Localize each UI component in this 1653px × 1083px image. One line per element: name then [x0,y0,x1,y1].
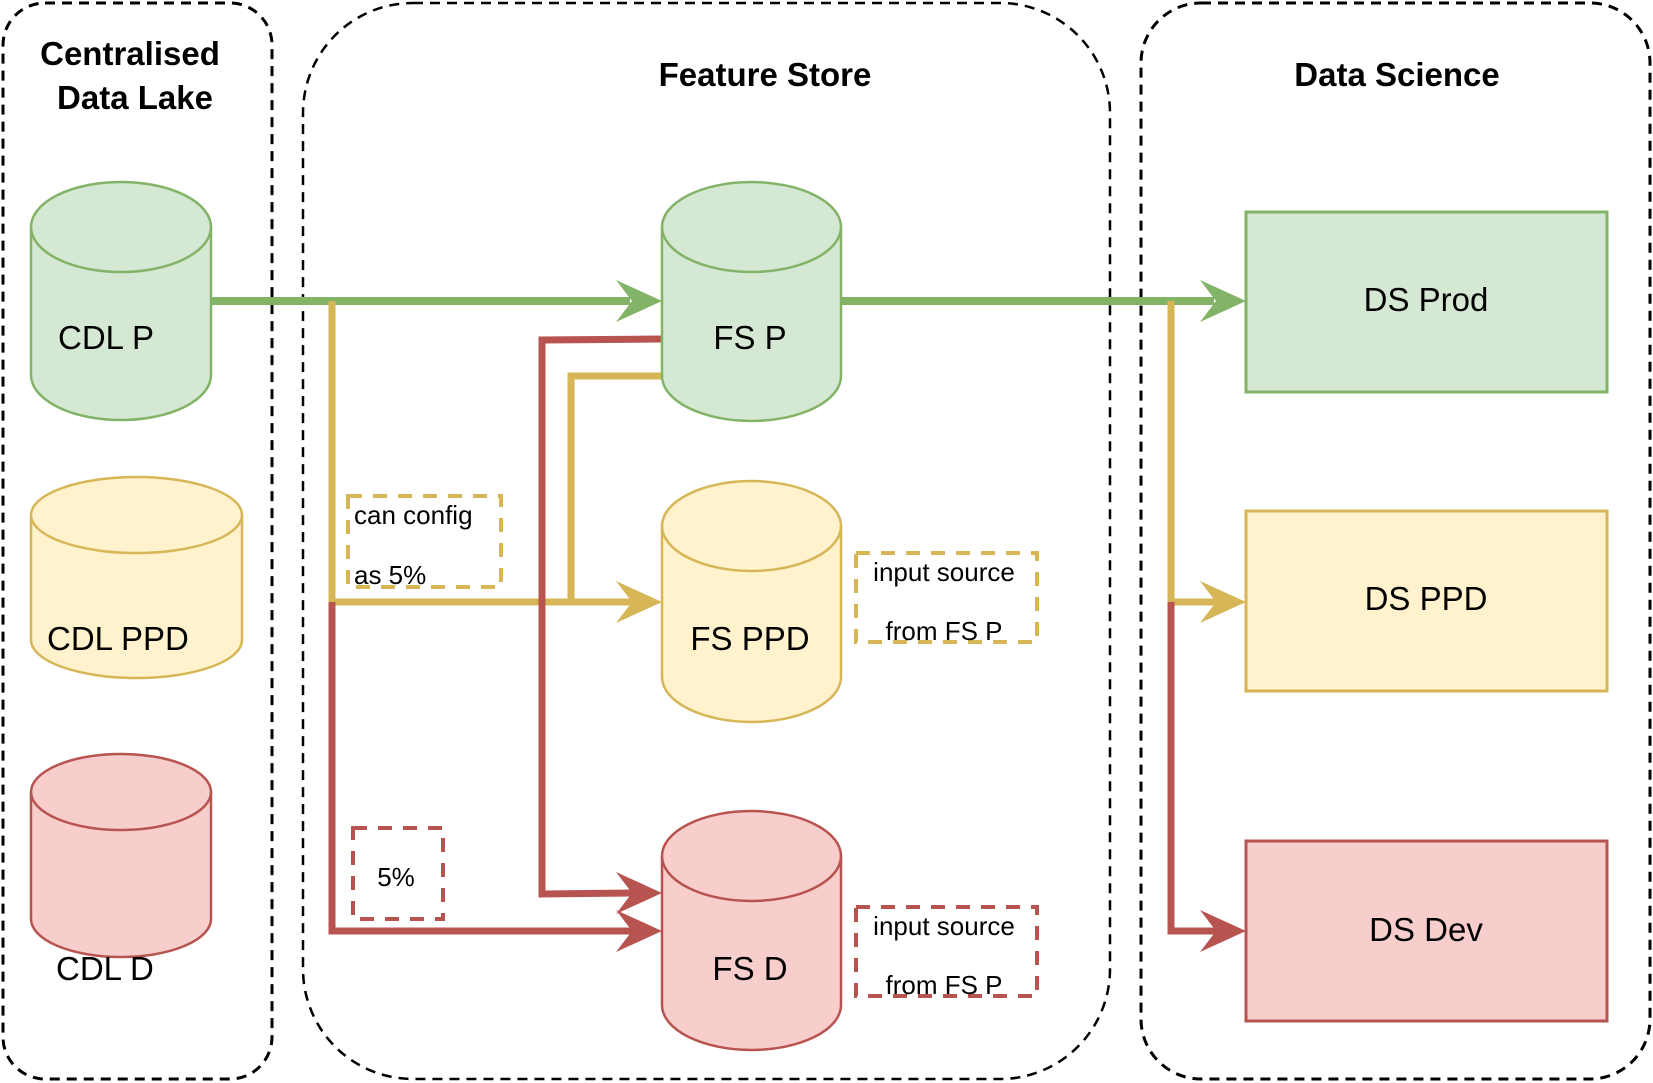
cylinder-cdl-ppd[interactable]: CDL PPD [29,475,244,680]
red-line-fsp-to-fsd [538,335,663,898]
feature-store-title: Feature Store [659,56,872,93]
data-science-title: Data Science [1294,56,1499,93]
box-ds-dev[interactable]: DS Dev [1244,839,1609,1023]
note-five-percent[interactable]: 5% [351,826,445,921]
note-can-config-line1: can config [354,500,473,530]
cdl-title-line2: Data Lake [57,79,213,116]
ds-dev-label: DS Dev [1369,911,1483,948]
note-fs-ppd-source-line2: from FS P [885,616,1002,646]
ds-prod-label: DS Prod [1364,281,1489,318]
red-arrowhead-fsd-lower [616,910,662,952]
box-ds-ppd[interactable]: DS PPD [1244,509,1609,693]
data-science-container [1139,1,1652,1081]
cdl-container [1,1,274,1081]
cylinder-fs-d[interactable]: FS D [660,809,843,1052]
fs-ppd-label: FS PPD [690,620,809,657]
box-ds-prod[interactable]: DS Prod [1244,210,1609,394]
yellow-line-to-dsppd [1167,301,1216,606]
cdl-p-label: CDL P [58,319,154,356]
note-five-percent-text: 5% [377,862,415,892]
cylinder-cdl-d[interactable]: CDL D [29,752,213,987]
note-fs-d-source-line2: from FS P [885,970,1002,1000]
ds-ppd-label: DS PPD [1365,580,1488,617]
fs-p-label: FS P [713,319,786,356]
note-fs-ppd-source-line1: input source [873,557,1015,587]
note-can-config-line2: as 5% [354,560,426,590]
cdl-d-label: CDL D [56,950,154,987]
fs-d-label: FS D [712,950,787,987]
cylinder-cdl-p[interactable]: CDL P [29,180,213,422]
note-fs-d-source[interactable]: input source from FS P [854,905,1039,1000]
red-flow [328,335,1216,935]
cdl-title-line1: Centralised [40,35,220,72]
green-arrowhead-fsp [616,280,662,322]
red-line-to-dsdev [1167,602,1216,935]
yellow-line-fsp-to-fsppd [567,372,662,602]
yellow-line-cdl-to-fsppd [328,301,632,606]
note-fs-d-source-line1: input source [873,911,1015,941]
yellow-arrowhead-dsppd [1200,581,1246,623]
cylinder-fs-ppd[interactable]: FS PPD [660,479,843,724]
green-arrowhead-dsprod [1200,280,1246,322]
red-line-cdl-to-fsd [328,602,632,935]
yellow-arrowhead-fsppd [616,581,662,623]
cylinder-fs-p[interactable]: FS P [660,180,843,423]
red-arrowhead-dsdev [1200,910,1246,952]
red-arrowhead-fsd-upper [616,872,662,914]
feature-store-container [301,1,1112,1081]
note-can-config[interactable]: can config as 5% [346,494,503,590]
cdl-ppd-label: CDL PPD [47,620,189,657]
note-fs-ppd-source[interactable]: input source from FS P [854,551,1039,646]
